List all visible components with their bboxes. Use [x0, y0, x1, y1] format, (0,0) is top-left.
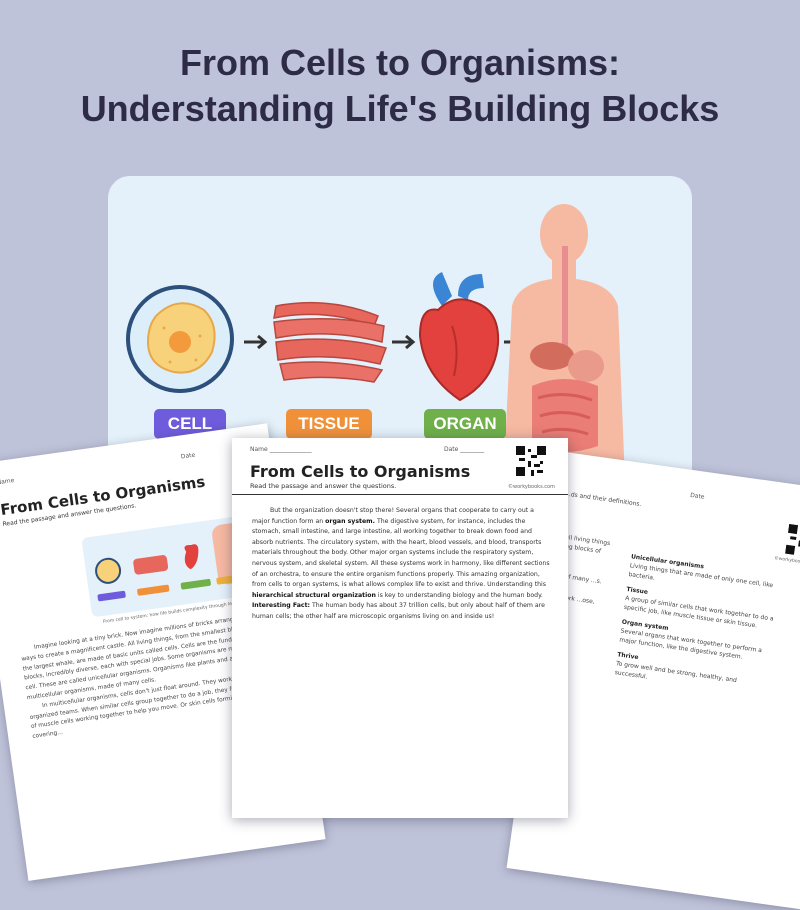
page-title: From Cells to Organisms: Understanding L…	[0, 40, 800, 132]
bold-term: organ system.	[325, 517, 375, 525]
date-label: Date ________	[444, 446, 485, 453]
worksheet-instructions: ...ds and their definitions.	[564, 490, 642, 509]
qr-code-icon	[516, 446, 546, 476]
text-run: is key to understanding biology and the …	[375, 591, 543, 599]
cell-icon	[126, 285, 234, 393]
brand-text: ©workybooks.com	[773, 556, 800, 568]
date-label: Date	[689, 491, 705, 501]
name-label: Name ______________	[250, 446, 312, 453]
organ-label: ORGAN	[424, 409, 506, 439]
passage-text: But the organization doesn't stop there!…	[252, 506, 552, 623]
fact-label: Interesting Fact:	[252, 602, 310, 610]
definition-list: Unicellular organisms Living things that…	[614, 546, 781, 698]
name-label: Name	[0, 477, 15, 487]
worksheet-instructions: Read the passage and answer the question…	[250, 482, 397, 490]
title-line-2: Understanding Life's Building Blocks	[80, 88, 720, 129]
fact-text: The human body has about 37 trillion cel…	[252, 602, 545, 620]
text-run: But the organization doesn't stop there!…	[252, 507, 534, 525]
worksheet-center: Name ______________ Date ________ From C…	[232, 438, 568, 818]
tissue-icon	[273, 301, 387, 383]
bold-term: hierarchical structural organization	[252, 591, 376, 599]
date-label: Date	[180, 451, 196, 461]
tissue-label: TISSUE	[286, 409, 372, 439]
interesting-fact: Interesting Fact: The human body has abo…	[252, 601, 552, 622]
worksheet-title: From Cells to Organisms	[250, 462, 471, 481]
passage-paragraph: But the organization doesn't stop there!…	[252, 506, 552, 601]
worksheet-right: Date ...ds and their definitions. ©worky…	[506, 452, 800, 910]
heart-icon	[418, 272, 500, 402]
divider	[232, 494, 568, 495]
text-run: The digestive system, for instance, incl…	[252, 517, 550, 589]
title-line-1: From Cells to Organisms:	[179, 42, 621, 83]
brand-text: ©workybooks.com	[508, 484, 555, 490]
qr-code-icon	[785, 523, 800, 558]
